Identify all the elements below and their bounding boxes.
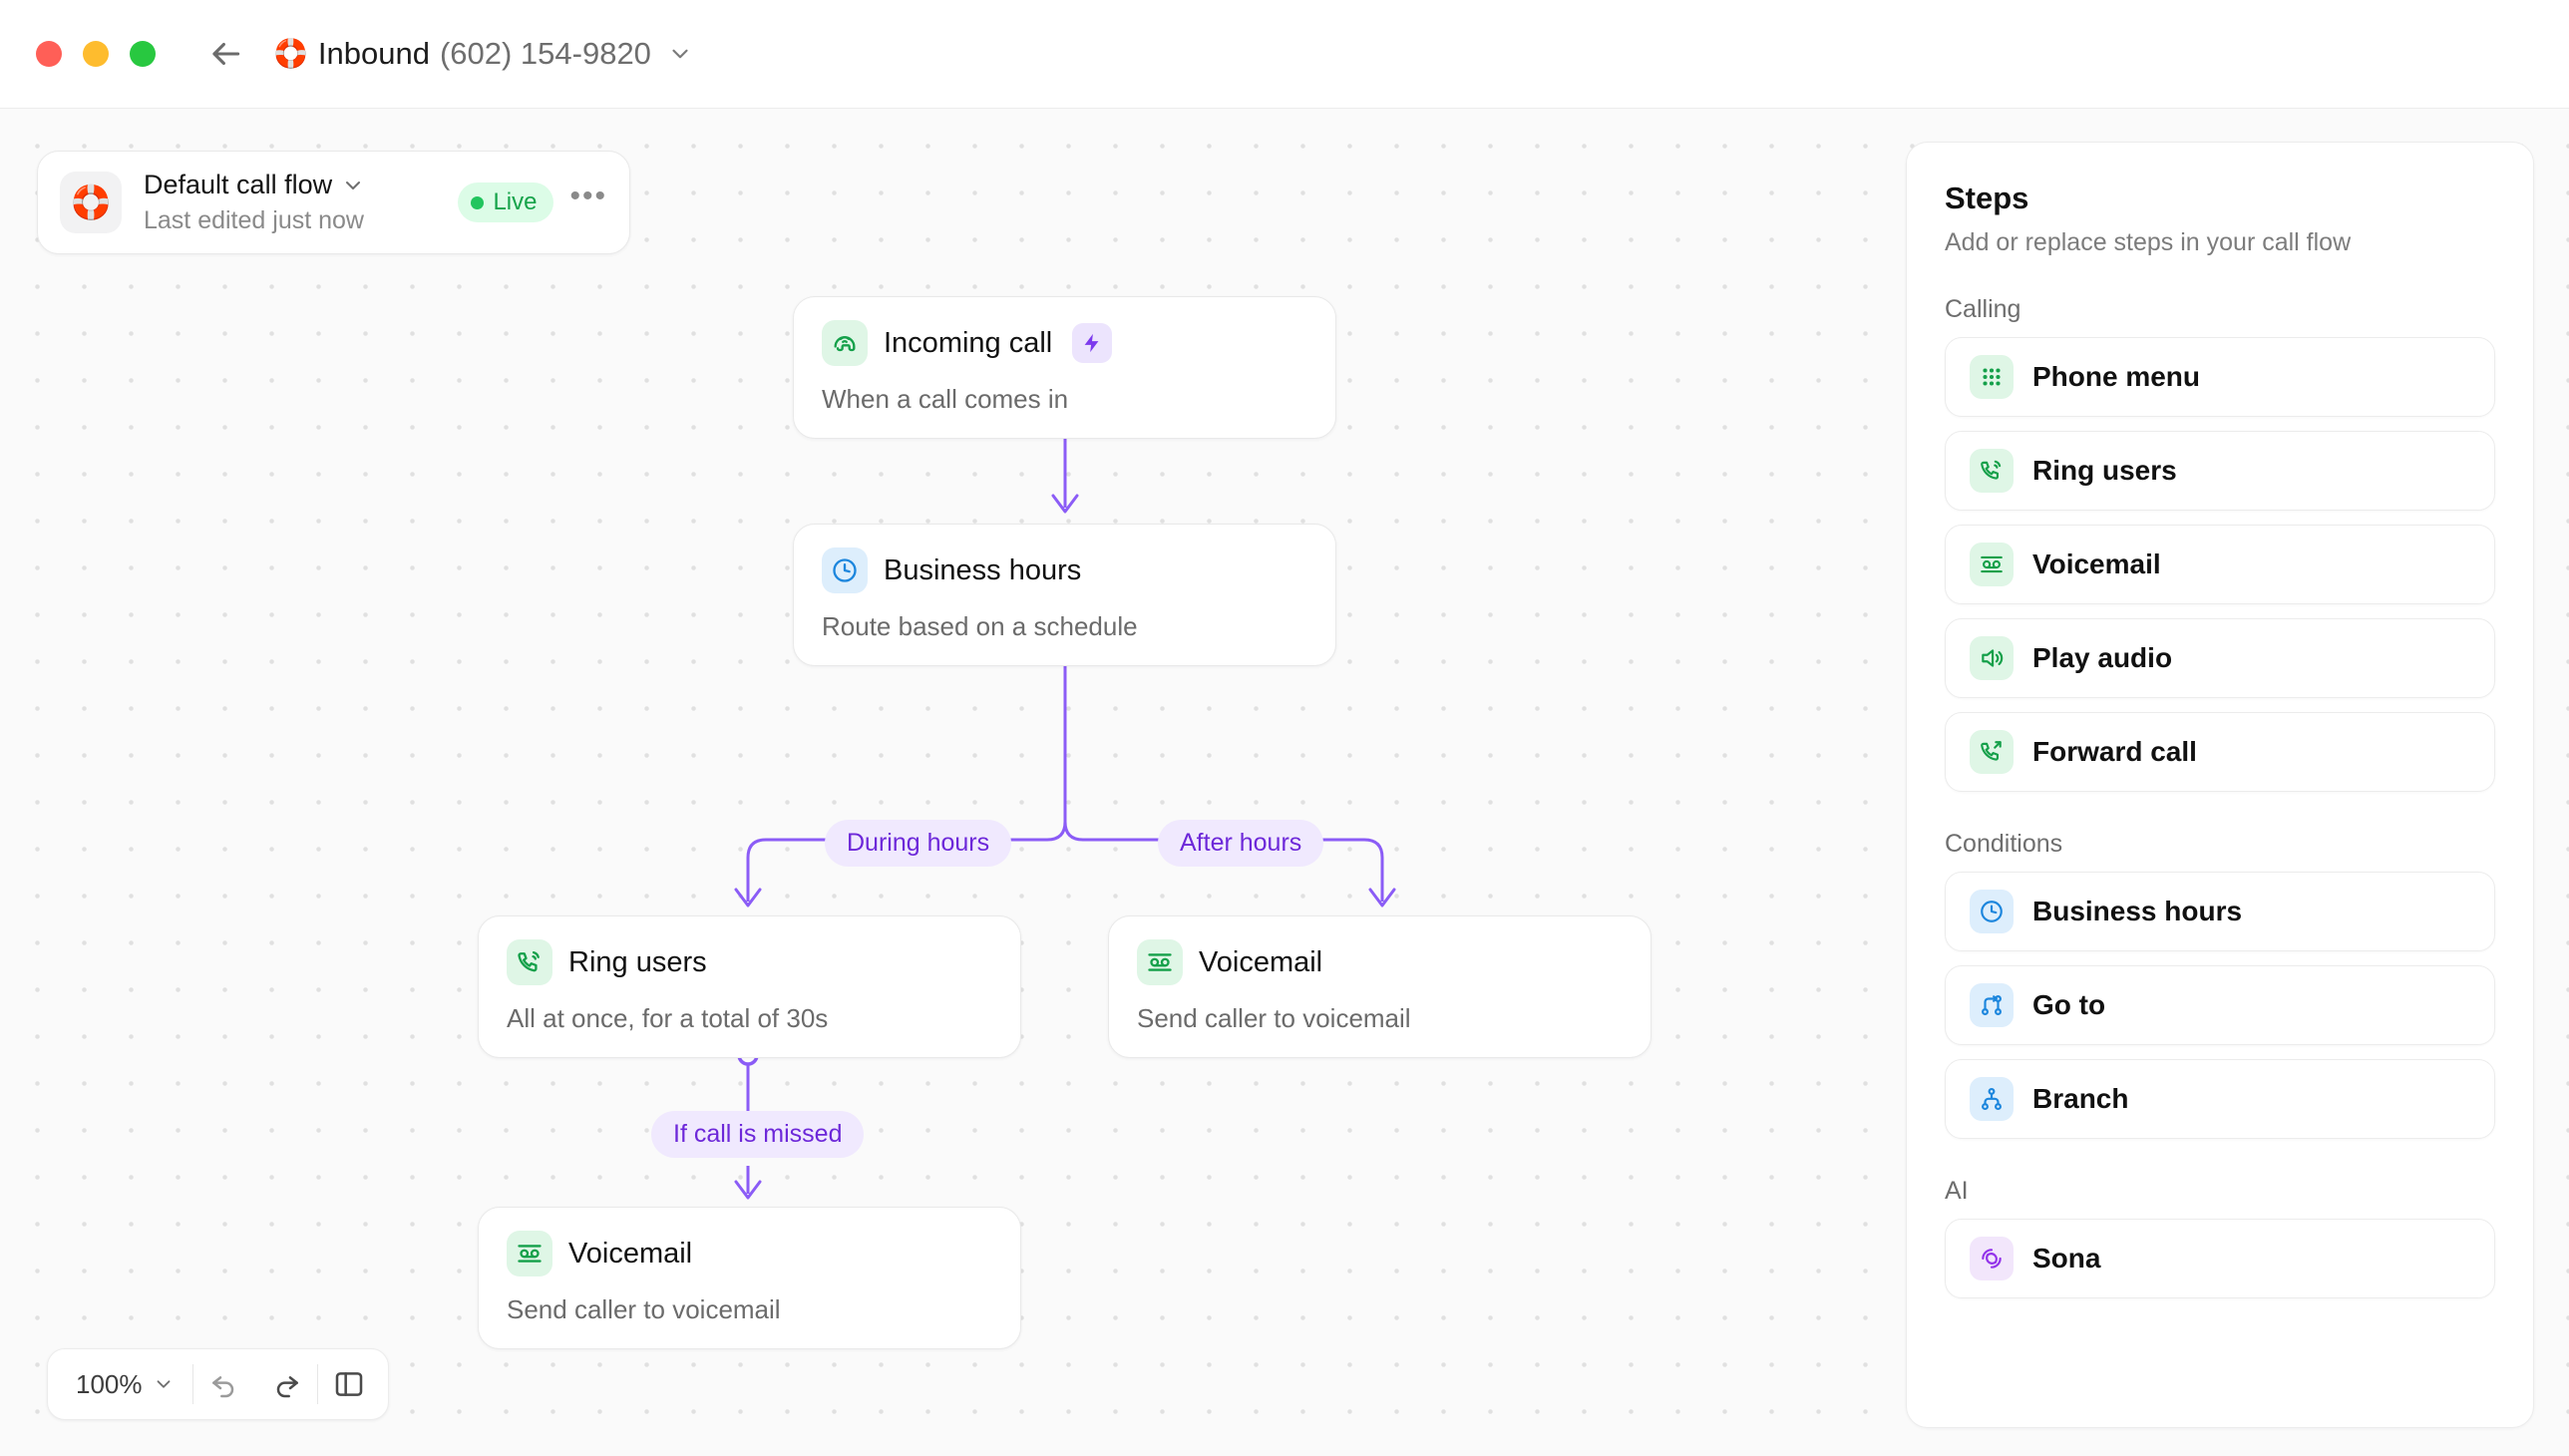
step-item-branch[interactable]: Branch bbox=[1945, 1059, 2495, 1139]
voicemail-icon bbox=[507, 1231, 552, 1276]
step-item-ring-users[interactable]: Ring users bbox=[1945, 431, 2495, 511]
step-item-label: Business hours bbox=[2032, 896, 2243, 926]
call-flow-name: Default call flow bbox=[144, 170, 333, 199]
window-title-number: (602) 154-9820 bbox=[439, 36, 651, 71]
flow-node-title: Ring users bbox=[568, 945, 707, 978]
flow-node-title: Voicemail bbox=[568, 1237, 693, 1270]
chevron-down-icon[interactable] bbox=[341, 174, 365, 197]
steps-panel-title: Steps bbox=[1945, 181, 2029, 215]
step-item-label: Sona bbox=[2032, 1243, 2101, 1274]
flow-node-title: Business hours bbox=[884, 553, 1082, 586]
step-item-label: Voicemail bbox=[2032, 548, 2161, 579]
flow-node-voicemail-after-hours[interactable]: Voicemail Send caller to voicemail bbox=[1108, 915, 1652, 1058]
lightning-bolt-icon bbox=[1072, 323, 1113, 363]
step-item-voicemail[interactable]: Voicemail bbox=[1945, 525, 2495, 604]
chevron-down-icon bbox=[153, 1373, 175, 1395]
steps-panel: Steps Add or replace steps in your call … bbox=[1906, 142, 2534, 1428]
flow-node-description: Send caller to voicemail bbox=[1137, 1003, 1411, 1033]
call-flow-last-edited: Last edited just now bbox=[144, 206, 364, 234]
flow-node-description: When a call comes in bbox=[822, 384, 1069, 414]
redo-icon[interactable] bbox=[255, 1353, 317, 1415]
ringing-phone-icon bbox=[507, 939, 552, 985]
window-titlebar: 🛟 Inbound (602) 154-9820 bbox=[0, 0, 2569, 109]
flow-node-description: Send caller to voicemail bbox=[507, 1294, 781, 1324]
status-dot-icon bbox=[471, 195, 485, 209]
status-badge-label: Live bbox=[493, 188, 538, 215]
flow-node-description: All at once, for a total of 30s bbox=[507, 1003, 829, 1033]
canvas-toolbar: 100% bbox=[47, 1348, 389, 1420]
keypad-icon bbox=[1970, 355, 2014, 399]
branch-label-if-call-missed[interactable]: If call is missed bbox=[651, 1111, 865, 1158]
call-flow-text: Default call flow Last edited just now bbox=[144, 170, 458, 235]
lifebuoy-icon: 🛟 bbox=[70, 182, 112, 220]
forward-call-icon bbox=[1970, 730, 2014, 774]
steps-panel-subtitle: Add or replace steps in your call flow bbox=[1945, 228, 2352, 256]
zoom-level-selector[interactable]: 100% bbox=[56, 1369, 192, 1400]
flow-node-title: Incoming call bbox=[884, 326, 1053, 359]
flow-node-voicemail-missed[interactable]: Voicemail Send caller to voicemail bbox=[478, 1207, 1021, 1349]
maximize-window-button[interactable] bbox=[130, 41, 156, 67]
toolbar-divider bbox=[191, 1364, 193, 1404]
call-flow-canvas[interactable]: 🛟 Default call flow Last edited just now… bbox=[0, 109, 2569, 1456]
step-item-sona[interactable]: Sona bbox=[1945, 1219, 2495, 1298]
call-flow-more-button[interactable]: ••• bbox=[569, 180, 607, 212]
incoming-call-icon bbox=[822, 320, 868, 366]
clock-icon bbox=[822, 547, 868, 593]
voicemail-icon bbox=[1970, 543, 2014, 586]
undo-icon[interactable] bbox=[193, 1353, 255, 1415]
step-item-go-to[interactable]: Go to bbox=[1945, 965, 2495, 1045]
steps-section-label-conditions: Conditions bbox=[1945, 830, 2063, 858]
call-flow-info-card[interactable]: 🛟 Default call flow Last edited just now… bbox=[37, 151, 630, 254]
step-item-label: Play audio bbox=[2032, 642, 2173, 673]
step-item-business-hours[interactable]: Business hours bbox=[1945, 872, 2495, 951]
sona-icon bbox=[1970, 1237, 2014, 1280]
call-flow-avatar: 🛟 bbox=[60, 172, 122, 233]
clock-icon bbox=[1970, 890, 2014, 933]
chevron-down-icon[interactable] bbox=[667, 41, 693, 67]
status-badge: Live bbox=[458, 182, 554, 222]
branch-label-during-hours[interactable]: During hours bbox=[825, 820, 1012, 867]
step-item-label: Go to bbox=[2032, 989, 2106, 1020]
step-item-play-audio[interactable]: Play audio bbox=[1945, 618, 2495, 698]
step-item-label: Phone menu bbox=[2032, 361, 2201, 392]
back-arrow-icon[interactable] bbox=[203, 32, 247, 76]
branch-label-after-hours[interactable]: After hours bbox=[1158, 820, 1324, 867]
step-item-forward-call[interactable]: Forward call bbox=[1945, 712, 2495, 792]
flow-node-incoming-call[interactable]: Incoming call When a call comes in bbox=[793, 296, 1336, 439]
minimize-window-button[interactable] bbox=[83, 41, 109, 67]
panel-toggle-icon[interactable] bbox=[318, 1353, 380, 1415]
speaker-icon bbox=[1970, 636, 2014, 680]
steps-section-label-ai: AI bbox=[1945, 1177, 1969, 1205]
voicemail-icon bbox=[1137, 939, 1183, 985]
ringing-phone-icon bbox=[1970, 449, 2014, 493]
flow-node-title: Voicemail bbox=[1199, 945, 1323, 978]
flow-node-business-hours[interactable]: Business hours Route based on a schedule bbox=[793, 524, 1336, 666]
zoom-level-value: 100% bbox=[76, 1368, 143, 1399]
window-traffic-lights bbox=[36, 41, 156, 67]
window-title[interactable]: 🛟 Inbound (602) 154-9820 bbox=[273, 36, 693, 72]
toolbar-divider bbox=[316, 1364, 318, 1404]
steps-section-label-calling: Calling bbox=[1945, 295, 2021, 323]
close-window-button[interactable] bbox=[36, 41, 62, 67]
step-item-label: Branch bbox=[2032, 1083, 2129, 1114]
flow-node-description: Route based on a schedule bbox=[822, 611, 1138, 641]
window-title-main: Inbound bbox=[317, 36, 430, 71]
branch-icon bbox=[1970, 1077, 2014, 1121]
lifebuoy-icon: 🛟 bbox=[273, 38, 308, 69]
step-item-label: Ring users bbox=[2032, 455, 2177, 486]
step-item-label: Forward call bbox=[2032, 736, 2197, 767]
flow-node-ring-users[interactable]: Ring users All at once, for a total of 3… bbox=[478, 915, 1021, 1058]
step-item-phone-menu[interactable]: Phone menu bbox=[1945, 337, 2495, 417]
go-to-icon bbox=[1970, 983, 2014, 1027]
